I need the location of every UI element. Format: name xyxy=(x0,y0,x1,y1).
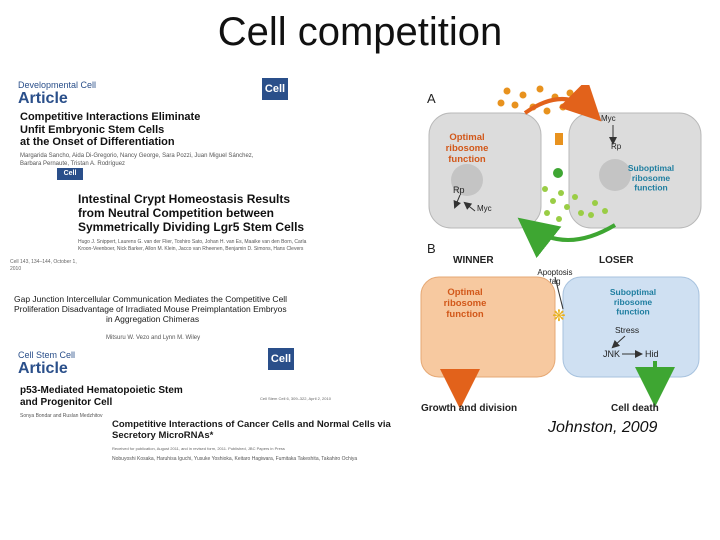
article-label: Article xyxy=(18,90,68,107)
cell-logo: Cell xyxy=(57,168,83,180)
paper-1: Developmental Cell Article xyxy=(18,80,298,108)
winner-label: WINNER xyxy=(453,255,494,266)
growth-label: Growth and division xyxy=(421,403,517,414)
paper-authors: Margarida Sancho, Aida Di-Gregorio, Nanc… xyxy=(20,153,254,167)
right-nucleus-a xyxy=(599,159,631,191)
apoptosis-pointer xyxy=(554,276,564,310)
rp-arrow xyxy=(453,194,461,209)
paper-title: Competitive Interactions Eliminate Unfit… xyxy=(20,111,201,149)
panel-b-label: B xyxy=(427,241,436,256)
left-nucleus-a xyxy=(451,164,483,196)
left-cell-a xyxy=(428,112,542,229)
slide-title: Cell competition xyxy=(217,10,503,54)
paper-authors: Hugo J. Snippert, Laurens G. van der Fli… xyxy=(78,239,307,252)
loser-cell xyxy=(562,276,700,378)
green-receptor xyxy=(553,168,563,178)
figure-citation: Johnston, 2009 xyxy=(548,419,658,436)
paper-title: Competitive Interactions of Cancer Cells… xyxy=(112,419,391,441)
paper-authors: Nobuyoshi Kosaka, Haruhisa Iguchi, Yusuk… xyxy=(112,456,358,462)
paper-authors: Mitsuru W. Vezo and Lynn M. Wiley xyxy=(106,335,201,341)
apoptosis-tag-icon: ❋ xyxy=(552,308,565,325)
paper-citation-fine: Cell Stem Cell 6, 309–322, April 2, 2010 xyxy=(260,396,331,401)
left-rp-label: Rp xyxy=(453,185,465,195)
orange-receptor xyxy=(555,133,563,145)
paper-title: Intestinal Crypt Homeostasis Results fro… xyxy=(78,192,305,234)
left-myc-label: Myc xyxy=(477,204,492,213)
stress-label: Stress xyxy=(615,325,639,335)
stress-arrow xyxy=(611,335,626,349)
cell-logo: Cell xyxy=(262,78,288,100)
article-label: Article xyxy=(18,360,68,377)
winner-cell xyxy=(420,276,556,378)
paper-authors: Sonya Bondar and Ruslan Medzhitov xyxy=(20,413,103,419)
jnk-label: JNK xyxy=(603,349,620,359)
right-cell-a xyxy=(568,112,702,229)
journal-name: Developmental Cell xyxy=(18,80,97,90)
paper-citation-fine: Received for publication, August 2011, a… xyxy=(112,446,285,451)
cell-logo: Cell xyxy=(268,348,294,370)
myc-arrow xyxy=(463,201,476,212)
paper-title: Gap Junction Intercellular Communication… xyxy=(14,294,288,324)
right-rp-label: Rp xyxy=(611,142,622,151)
hid-label: Hid xyxy=(645,349,659,359)
paper-citation-fine: Cell 143, 134–144, October 1, 2010 xyxy=(10,259,77,272)
paper-4: Cell Stem Cell Article xyxy=(18,350,218,378)
green-ligands xyxy=(542,186,608,222)
death-label: Cell death xyxy=(611,403,659,414)
loser-label: LOSER xyxy=(599,255,634,266)
right-myc-label: Myc xyxy=(601,114,616,123)
journal-name: Cell Stem Cell xyxy=(18,350,76,360)
orange-flow-arrow xyxy=(523,85,602,122)
paper-title: p53-Mediated Hematopoietic Stem and Prog… xyxy=(20,385,183,408)
panel-a-label: A xyxy=(427,91,436,106)
green-flow-arrow xyxy=(517,217,617,259)
